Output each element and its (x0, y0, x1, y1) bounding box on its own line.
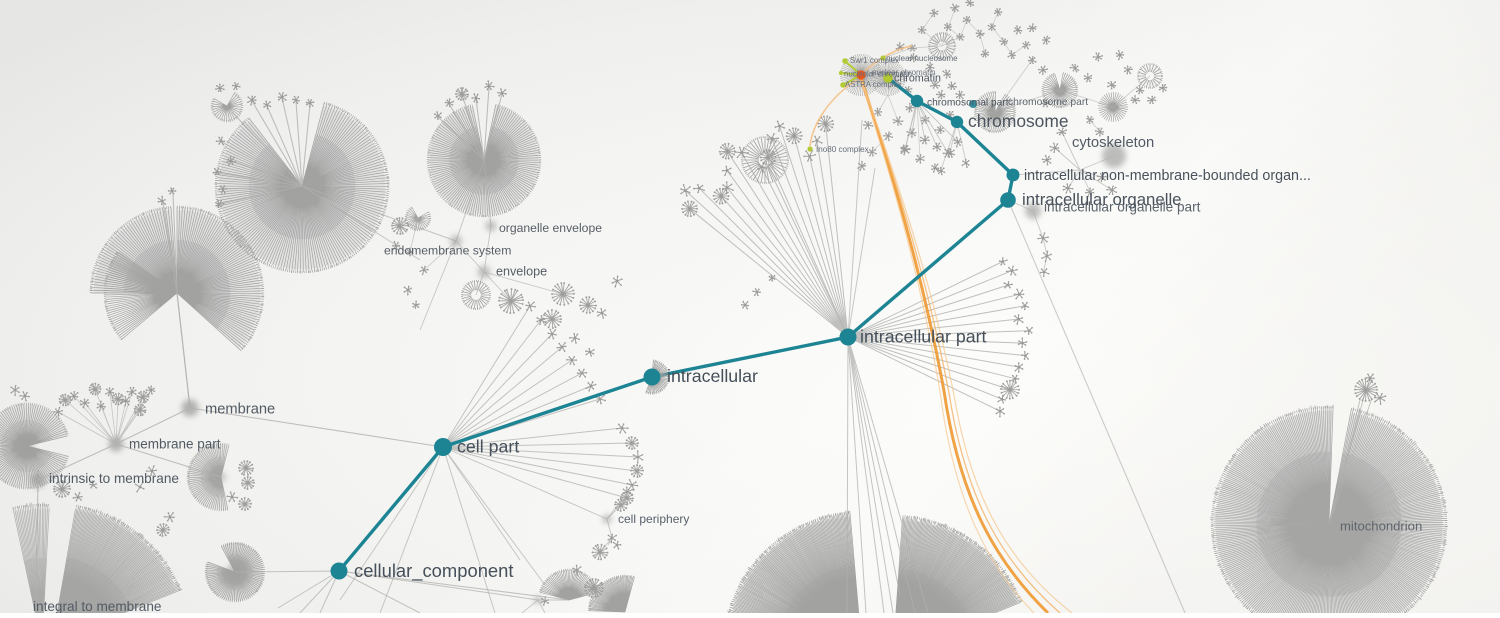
svg-text:envelope: envelope (496, 265, 547, 279)
svg-text:chromatin: chromatin (894, 73, 941, 85)
svg-text:intracellular non-membrane-bou: intracellular non-membrane-bounded organ… (1024, 168, 1311, 184)
svg-text:organelle envelope: organelle envelope (499, 221, 602, 235)
svg-text:nuclear chromatin: nuclear chromatin (872, 68, 936, 77)
svg-text:intracellular part: intracellular part (860, 327, 987, 347)
svg-text:endomembrane system: endomembrane system (384, 244, 511, 258)
svg-text:mitochondrion: mitochondrion (1340, 519, 1422, 534)
svg-text:intracellular organelle: intracellular organelle (1022, 190, 1182, 209)
svg-text:cell part: cell part (457, 437, 519, 457)
svg-text:chromosome part: chromosome part (1008, 97, 1088, 108)
svg-text:intracellular organelle part: intracellular organelle part (1044, 200, 1201, 215)
svg-text:cell periphery: cell periphery (618, 512, 689, 526)
svg-text:Ino80 complex: Ino80 complex (816, 145, 869, 154)
svg-text:nucleolar chromatin: nucleolar chromatin (844, 70, 912, 79)
svg-text:ASTRA complex: ASTRA complex (845, 80, 902, 89)
svg-text:chromosome: chromosome (968, 111, 1069, 131)
svg-text:membrane: membrane (205, 402, 275, 418)
svg-text:cellular_component: cellular_component (354, 560, 513, 582)
svg-text:integral to membrane: integral to membrane (33, 599, 161, 613)
svg-text:cytoskeleton: cytoskeleton (1072, 135, 1154, 151)
svg-text:Swr1 complex: Swr1 complex (850, 56, 899, 65)
svg-text:intrinsic to membrane: intrinsic to membrane (49, 471, 179, 486)
svg-text:intracellular: intracellular (667, 366, 758, 386)
svg-text:nuclear nucleosome: nuclear nucleosome (886, 54, 958, 63)
svg-text:chromosomal part: chromosomal part (927, 98, 1009, 109)
svg-text:membrane part: membrane part (129, 437, 221, 452)
